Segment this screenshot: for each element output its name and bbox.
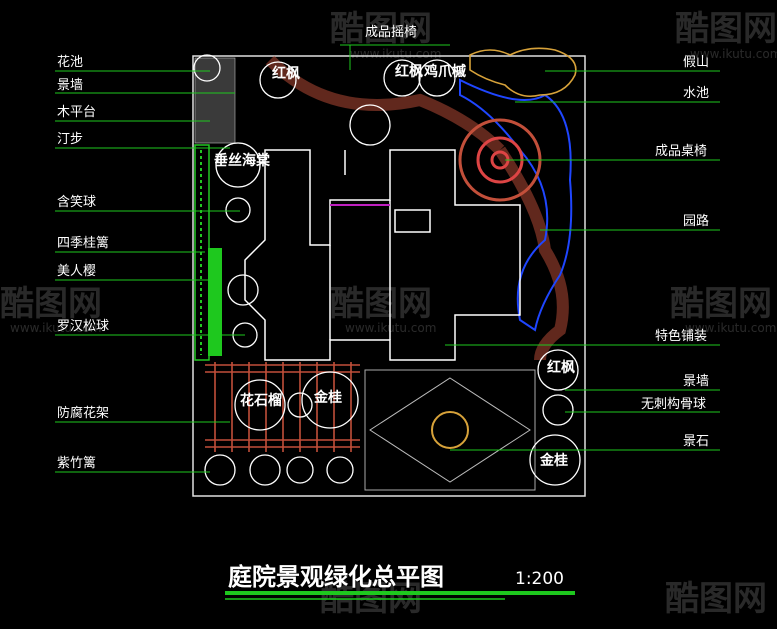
callout-right: 景石 (683, 434, 709, 449)
watermark-logo: 酷图网 (665, 579, 767, 619)
plant-label: 红枫 (395, 63, 423, 80)
plant-labels: 红枫 红枫 鸡爪槭 垂丝海棠 红枫 花石榴 金桂 金桂 (214, 63, 575, 469)
callout-left: 防腐花架 (57, 405, 109, 421)
plant-label: 金桂 (313, 389, 342, 406)
callout-right: 特色铺装 (655, 328, 707, 344)
watermark-logo: 酷图网 (0, 284, 102, 324)
callout-right: 成品桌椅 (655, 144, 707, 159)
watermark-logo: 酷图网 (330, 284, 432, 324)
drawing-title: 庭院景观绿化总平图 (228, 563, 444, 591)
callout-right: 园路 (683, 213, 709, 229)
callout-right: 景墙 (683, 374, 709, 389)
watermark-logo: 酷图网 (330, 9, 432, 49)
callout-left: 四季桂篱 (57, 236, 109, 251)
callout-right: 水池 (683, 86, 709, 101)
feature-paving (364, 369, 536, 491)
callouts-right: 假山 水池 成品桌椅 园路 特色铺装 景墙 无刺构骨球 景石 (641, 55, 709, 449)
plant-label: 鸡爪槭 (423, 63, 466, 80)
leaders-right (340, 44, 720, 451)
feature-stone (431, 411, 469, 449)
watermark-url: www.ikutu.com (350, 47, 441, 61)
building-footprint (244, 149, 521, 361)
pergola (205, 362, 360, 452)
callout-left: 景墙 (57, 78, 83, 93)
plant-label: 红枫 (547, 359, 575, 376)
callout-right: 无刺构骨球 (641, 397, 706, 412)
callout-rocking-chair: 成品摇椅 (365, 25, 417, 40)
callout-left: 美人樱 (57, 263, 96, 279)
watermark-logo: 酷图网 (675, 9, 777, 49)
plant-label: 红枫 (272, 65, 300, 82)
plant-label: 花石榴 (240, 392, 282, 409)
drawing-scale: 1:200 (515, 569, 564, 589)
wood-deck (194, 57, 236, 144)
site-boundary (192, 55, 586, 497)
plant-label: 金桂 (539, 452, 568, 469)
watermark-url: www.ikutu.com (690, 47, 777, 61)
paving-diamond (369, 377, 531, 483)
watermark-layer: 酷图网 www.ikutu.com 酷图网 www.ikutu.com 酷图网 … (0, 9, 777, 619)
callout-right: 假山 (683, 55, 709, 70)
watermark-url: www.ikutu.com (685, 321, 776, 335)
watermark-url: www.ikutu.com (10, 321, 101, 335)
callout-left: 木平台 (57, 105, 96, 120)
callout-left: 花池 (57, 54, 83, 70)
leaders-left (55, 70, 245, 473)
callout-left: 汀步 (57, 132, 83, 147)
callout-left: 含笑球 (57, 194, 96, 210)
verbena-bed (208, 248, 222, 356)
watermark-logo: 酷图网 (670, 284, 772, 324)
callout-left: 紫竹篱 (57, 456, 96, 471)
callouts-left: 花池 景墙 木平台 汀步 含笑球 四季桂篱 美人樱 罗汉松球 防腐花架 紫竹篱 (57, 54, 109, 471)
callout-left: 罗汉松球 (57, 319, 109, 334)
plant-label: 垂丝海棠 (214, 152, 271, 169)
rockery (469, 47, 577, 98)
